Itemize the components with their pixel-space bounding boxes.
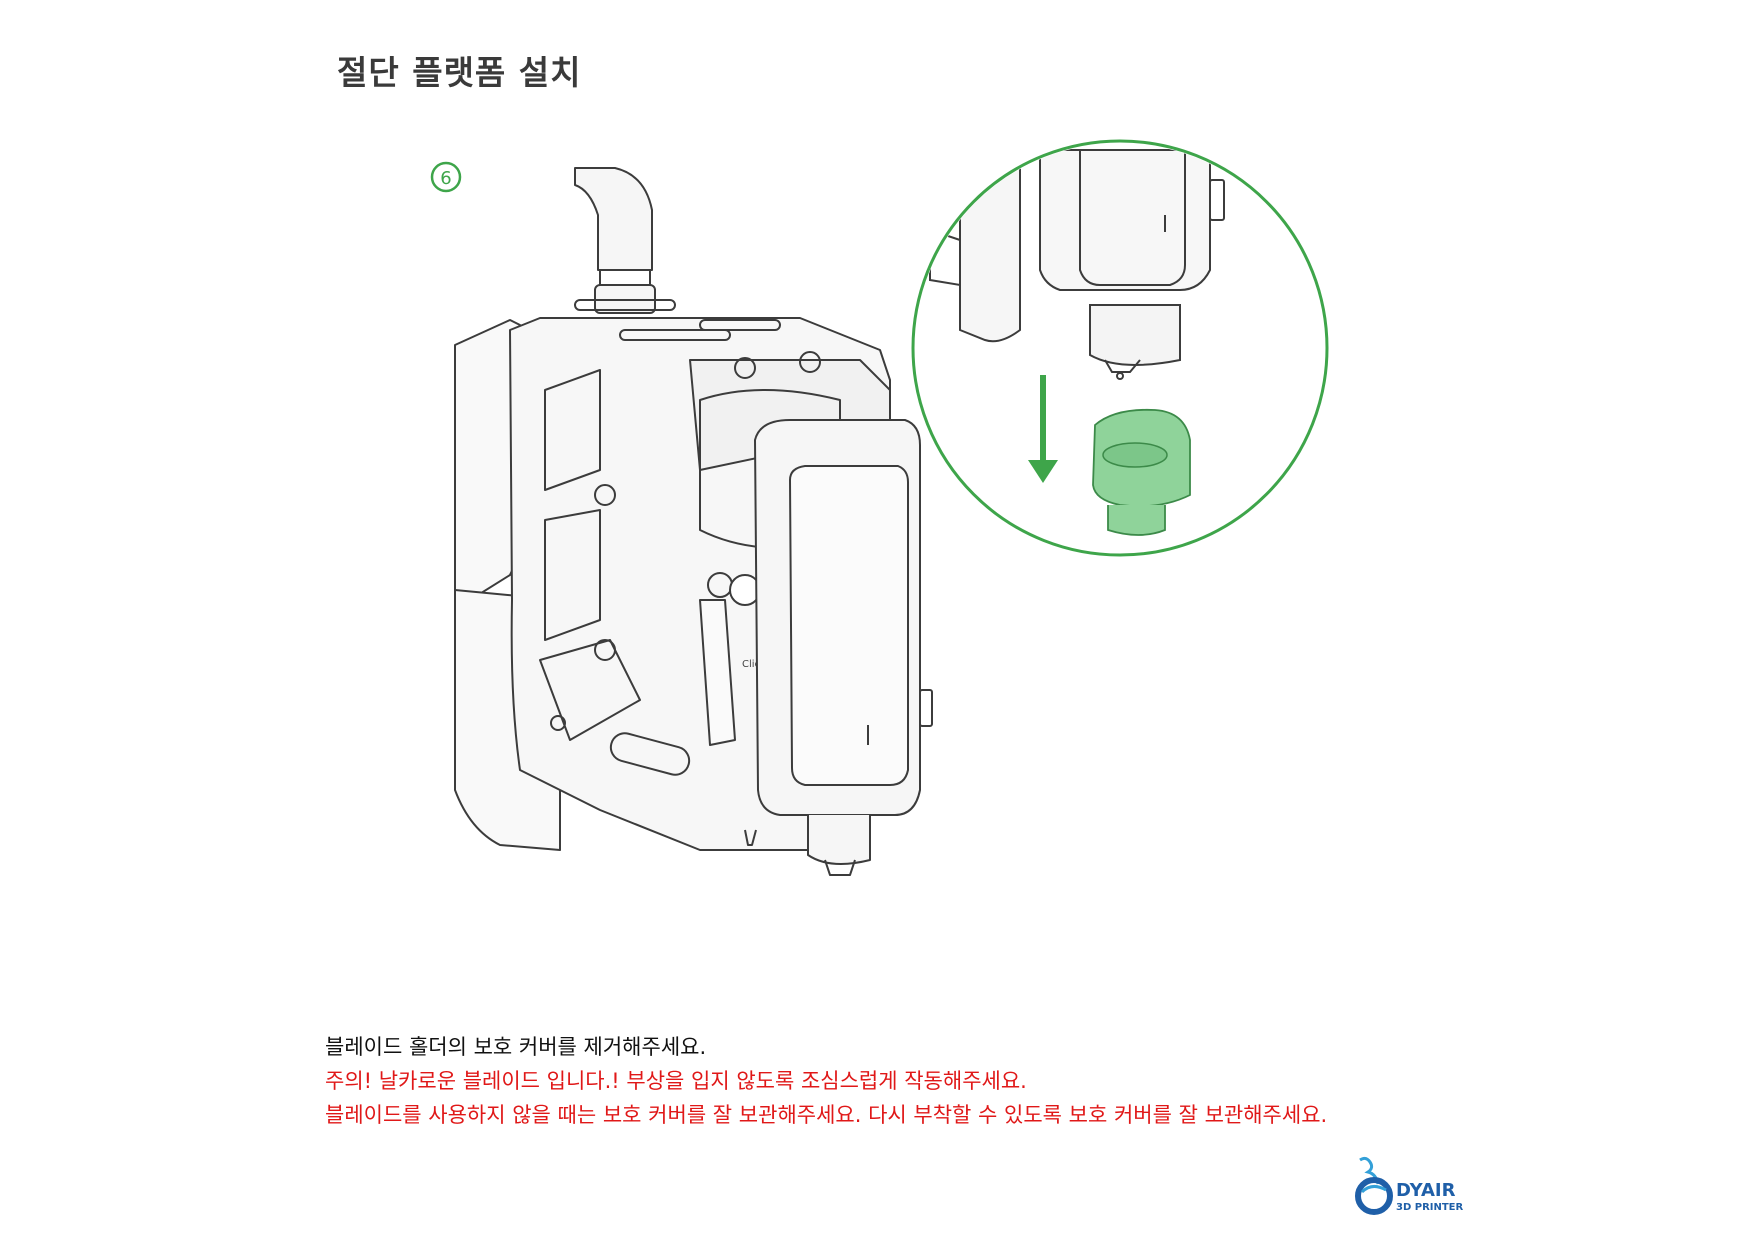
logo-sub: 3D PRINTER <box>1396 1202 1464 1213</box>
dyair-logo: DYAIR 3D PRINTER <box>1355 1156 1464 1215</box>
zoom-detail-circle <box>911 139 1329 557</box>
warning-line-2: 블레이드를 사용하지 않을 때는 보호 커버를 잘 보관해주세요. 다시 부착할… <box>325 1103 1328 1127</box>
instruction-line-1: 블레이드 홀더의 보호 커버를 제거해주세요. <box>325 1035 707 1059</box>
page-title: 절단 플랫폼 설치 <box>337 53 582 92</box>
instruction-text: 블레이드 홀더의 보호 커버를 제거해주세요. 주의! 날카로운 블레이드 입니… <box>325 1030 1327 1132</box>
logo-brand: DYAIR <box>1396 1180 1456 1201</box>
svg-text:6: 6 <box>440 168 451 189</box>
warning-line-1: 주의! 날카로운 블레이드 입니다.! 부상을 입지 않도록 조심스럽게 작동해… <box>325 1069 1027 1093</box>
click-label: Click! <box>742 659 770 670</box>
step-number-badge: 6 <box>430 161 462 193</box>
